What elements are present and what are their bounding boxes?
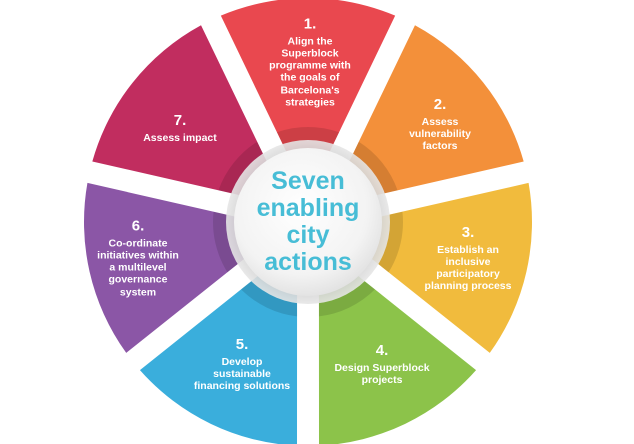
segment-number: 3. — [461, 223, 475, 241]
segment-wedge-1 — [220, 0, 396, 166]
segment-label-line: governance — [108, 274, 168, 287]
segment-label-line: Develop — [221, 356, 263, 369]
segment-label-line: Assess — [421, 116, 459, 129]
segment-number: 7. — [173, 111, 187, 129]
segment-label-line: initiatives within — [97, 250, 179, 263]
segment-wedge-7 — [92, 25, 274, 199]
segment-wedge-5 — [139, 266, 298, 444]
segment-label-line: inclusive — [445, 256, 491, 269]
segment-label-line: programme with — [269, 60, 351, 73]
segment-label-line: sustainable — [213, 368, 271, 381]
center-title: Seven enabling city actions — [243, 168, 373, 276]
segment-label-line: the goals of — [280, 72, 340, 85]
segment-wedge-3 — [359, 182, 532, 353]
segment-number: 4. — [375, 341, 389, 359]
segment-label-line: Align the — [287, 35, 333, 48]
segment-label-line: system — [119, 286, 157, 299]
segment-label-line: Superblock — [281, 48, 339, 60]
segment-label-line: Design Superblock — [334, 362, 430, 375]
segment-wedge-2 — [342, 25, 524, 199]
segment-label-line: vulnerability — [409, 128, 471, 141]
segment-label-line: Co-ordinate — [108, 237, 168, 250]
center-title-line: Seven — [271, 167, 345, 195]
segment-label-line: financing solutions — [193, 380, 291, 393]
segment-wedge-4 — [318, 266, 477, 444]
segment-label-line: projects — [361, 374, 403, 387]
center-title-line: city — [286, 221, 330, 249]
center-hub — [234, 148, 382, 296]
segment-number: 6. — [131, 217, 145, 235]
segment-label-line: planning process — [424, 280, 512, 293]
segment-number: 1. — [303, 15, 317, 33]
segment-wedge-6 — [84, 182, 257, 353]
segment-label-line: factors — [422, 140, 458, 153]
segment-label-line: Establish an — [437, 244, 499, 256]
segment-label-line: strategies — [285, 96, 335, 109]
center-title-line: enabling — [256, 194, 360, 222]
segment-label-line: Assess impact — [143, 132, 217, 145]
segment-label-7: 7. Assess impact — [125, 112, 235, 144]
segment-number: 2. — [433, 95, 447, 113]
segment-label-line: a multilevel — [109, 262, 167, 275]
center-title-line: actions — [264, 248, 352, 276]
segment-label-line: Barcelona's — [280, 84, 340, 97]
segment-label-line: participatory — [436, 268, 500, 281]
segment-number: 5. — [235, 335, 249, 353]
